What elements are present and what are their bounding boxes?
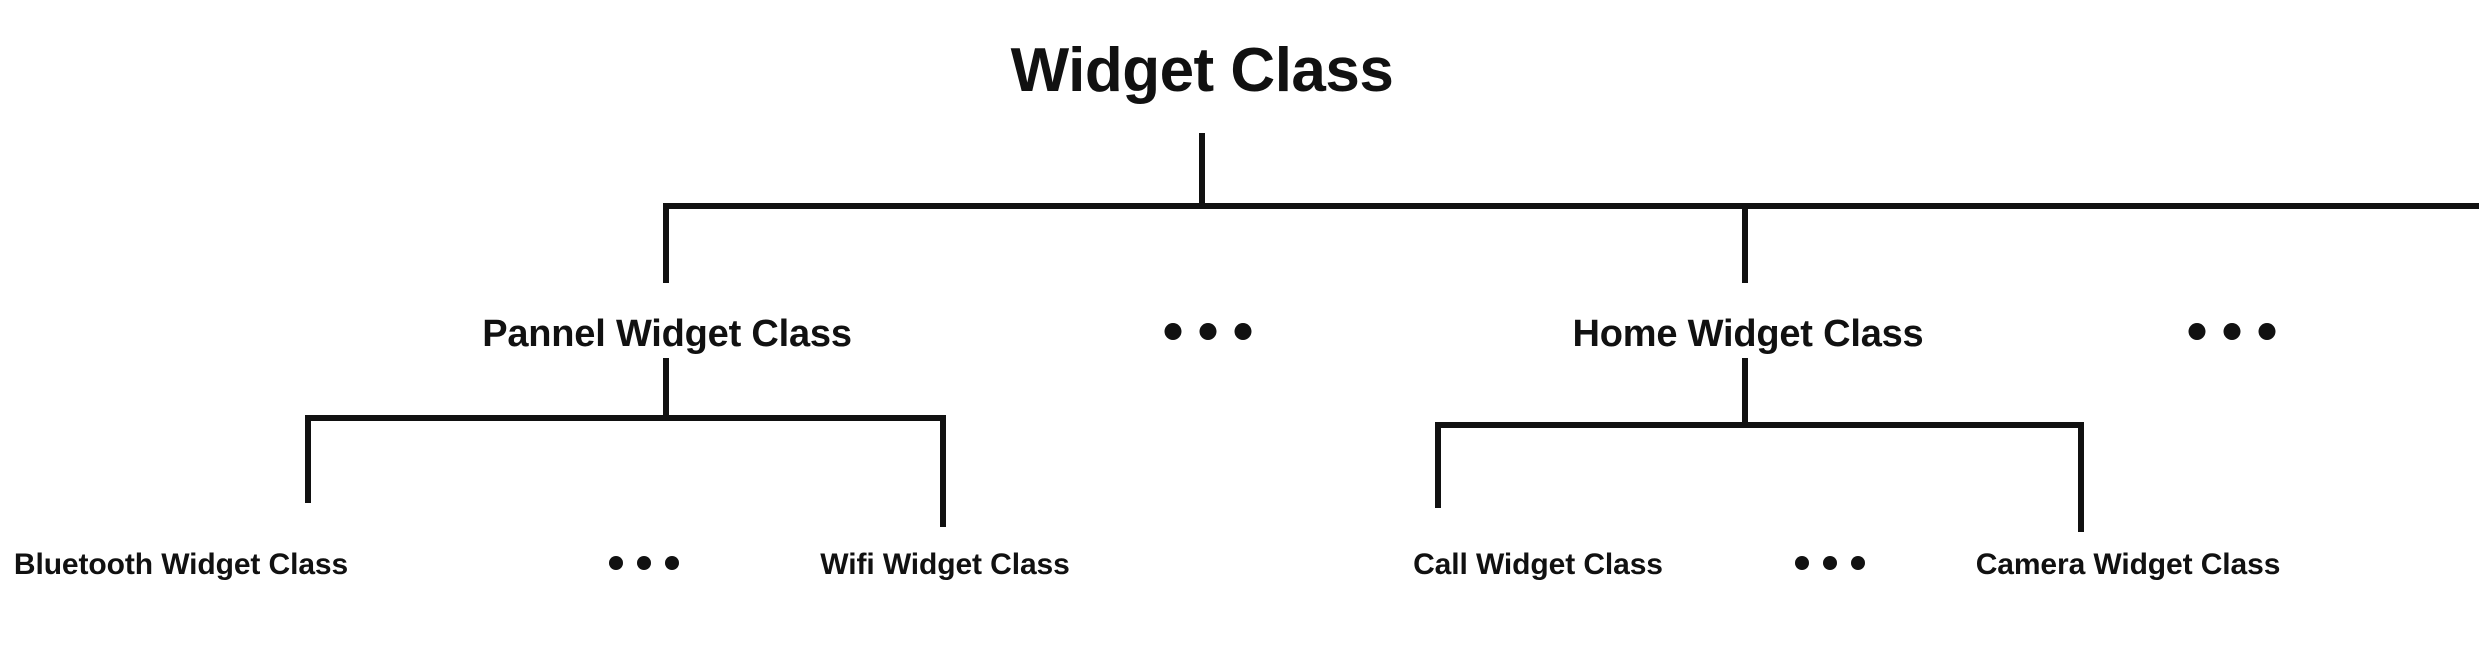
ellipsis-dot — [665, 556, 679, 570]
ellipsis-dot — [609, 556, 623, 570]
node-call-widget-class: Call Widget Class — [1413, 548, 1663, 581]
ellipsis-dot — [1851, 556, 1865, 570]
pannel-branch-stem-connector — [663, 203, 669, 283]
ellipsis-dot — [1164, 323, 1182, 340]
call-child-drop-connector — [1435, 422, 1441, 508]
camera-child-drop-connector — [2078, 422, 2084, 532]
home-branch-stem-connector — [1742, 203, 1748, 283]
ellipsis-dot — [1795, 556, 1809, 570]
pannel-children-horizontal-connector — [305, 415, 946, 421]
node-bluetooth-widget-class: Bluetooth Widget Class — [13, 548, 349, 581]
pannel-children-stem-connector — [663, 358, 669, 420]
level-two-horizontal-connector — [663, 203, 2479, 209]
root-node-widget-class: Widget Class — [1010, 36, 1394, 105]
root-stem-connector — [1199, 133, 1205, 207]
pannel-children-ellipsis — [602, 556, 686, 570]
wifi-child-drop-connector — [940, 415, 946, 527]
level-two-ellipsis-right — [2180, 323, 2285, 340]
ellipsis-dot — [1199, 323, 1217, 340]
ellipsis-dot — [637, 556, 651, 570]
ellipsis-dot — [2223, 323, 2241, 340]
ellipsis-dot — [1823, 556, 1837, 570]
node-home-widget-class: Home Widget Class — [1572, 313, 1924, 355]
bluetooth-child-drop-connector — [305, 415, 311, 503]
node-pannel-widget-class: Pannel Widget Class — [482, 313, 852, 355]
ellipsis-dot — [2188, 323, 2206, 340]
ellipsis-dot — [1234, 323, 1252, 340]
home-children-stem-connector — [1742, 358, 1748, 426]
ellipsis-dot — [2258, 323, 2276, 340]
node-camera-widget-class: Camera Widget Class — [1975, 548, 2281, 581]
home-children-horizontal-connector — [1435, 422, 2084, 428]
node-wifi-widget-class: Wifi Widget Class — [820, 548, 1070, 581]
home-children-ellipsis — [1788, 556, 1872, 570]
level-two-ellipsis-left — [1156, 323, 1261, 340]
